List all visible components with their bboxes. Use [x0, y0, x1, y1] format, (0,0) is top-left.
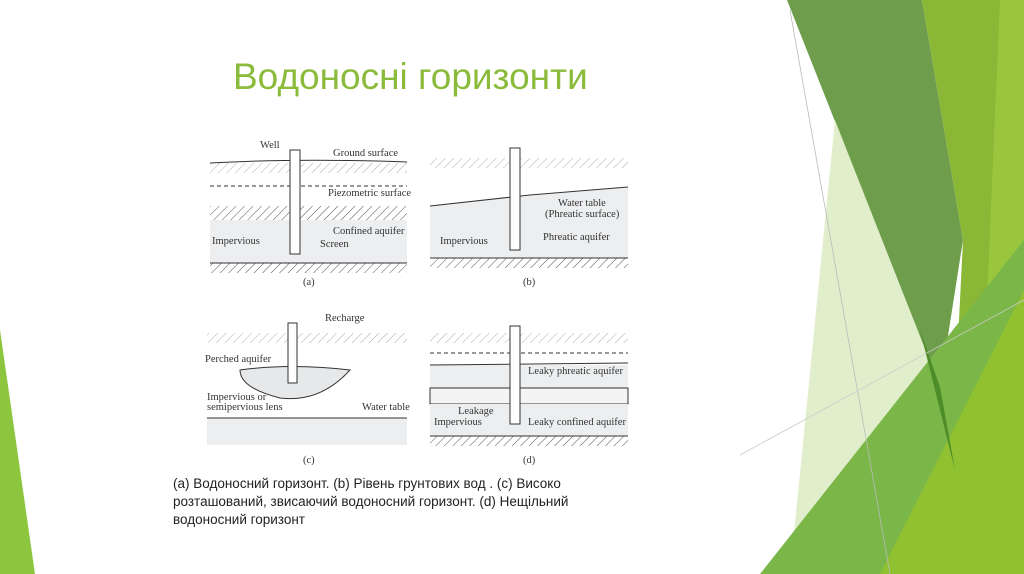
panel-b: Water table (Phreatic surface) Imperviou… [429, 147, 629, 288]
lime-triangle [880, 290, 1024, 574]
label-ground-surface: Ground surface [333, 148, 398, 159]
label-leakage: Leakage [458, 406, 494, 417]
label-impervious: Impervious [440, 236, 488, 247]
label-confined-aquifer: Confined aquifer [333, 226, 405, 237]
label-perched-aquifer: Perched aquifer [205, 354, 272, 365]
panel-c: Recharge Perched aquifer Impervious or s… [205, 313, 410, 465]
label-d: (d) [523, 455, 536, 465]
dark-green-band [787, 0, 963, 387]
thin-line [739, 299, 1024, 456]
slide-caption: (a) Водоносний горизонт. (b) Рівень грун… [173, 476, 569, 527]
label-impervious: Impervious [434, 417, 482, 428]
label-lens-2: semipervious lens [207, 402, 283, 413]
left-green-sliver [0, 330, 35, 574]
label-well: Well [260, 140, 280, 151]
label-c: (c) [303, 455, 315, 465]
label-screen: Screen [320, 239, 349, 250]
label-phreatic-surface: (Phreatic surface) [545, 209, 620, 220]
thin-line [789, 9, 891, 574]
label-leaky-phreatic: Leaky phreatic aquifer [528, 366, 624, 377]
label-piezometric: Piezometric surface [328, 188, 411, 199]
label-recharge: Recharge [325, 313, 365, 324]
panel-a: Well Ground surface Piezometric surface … [209, 140, 411, 288]
label-leaky-confined: Leaky confined aquifer [528, 417, 626, 428]
aquifer-figure: Well Ground surface Piezometric surface … [205, 140, 629, 465]
label-b: (b) [523, 277, 536, 288]
slide-title: Водоносні горизонти [233, 56, 588, 97]
label-a: (a) [303, 277, 315, 288]
panel-d: Leaky phreatic aquifer Leakage Imperviou… [429, 325, 629, 465]
label-impervious: Impervious [212, 236, 260, 247]
label-lens: Impervious or [207, 392, 267, 403]
label-water-table: Water table [558, 198, 606, 209]
label-water-table: Water table [362, 402, 410, 413]
label-phreatic-aquifer: Phreatic aquifer [543, 232, 610, 243]
dark-overlap [920, 330, 955, 470]
